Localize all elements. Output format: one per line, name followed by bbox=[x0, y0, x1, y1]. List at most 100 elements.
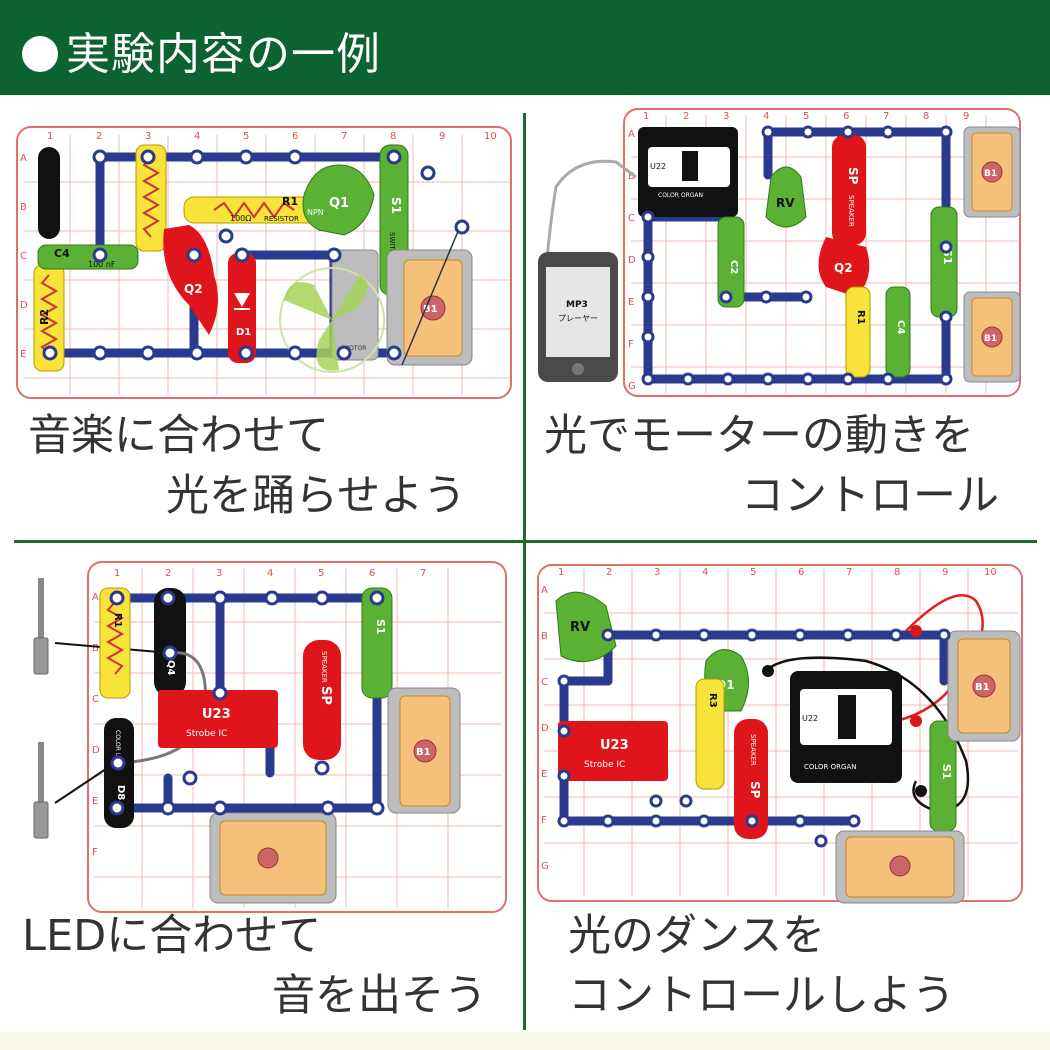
col-label: 5 bbox=[750, 567, 756, 578]
col-label: 9 bbox=[942, 567, 948, 578]
row-label: B bbox=[628, 171, 635, 182]
component-rv bbox=[555, 591, 617, 663]
col-label: 2 bbox=[96, 131, 102, 142]
color-organ-label: COLOR ORGAN bbox=[804, 763, 856, 771]
col-label: 4 bbox=[267, 568, 273, 579]
c4-label: C4 bbox=[895, 320, 906, 334]
col-label: 1 bbox=[114, 568, 120, 579]
component-q4 bbox=[38, 147, 60, 239]
col-label: 1 bbox=[47, 131, 53, 142]
caption-line-2: コントロール bbox=[741, 471, 999, 521]
page-title: 実験内容の一例 bbox=[66, 29, 381, 80]
u22-label: U22 bbox=[650, 162, 666, 171]
b1-label: B1 bbox=[423, 304, 438, 315]
speaker-label: SPEAKER bbox=[320, 651, 328, 683]
component-r1 bbox=[99, 587, 131, 699]
u23-label: U23 bbox=[600, 738, 629, 753]
col-label: 4 bbox=[194, 131, 200, 142]
row-label: E bbox=[92, 796, 98, 807]
strobe-ic-label: Strobe IC bbox=[186, 729, 227, 739]
component-r3 bbox=[695, 678, 725, 790]
col-label: 3 bbox=[723, 111, 729, 122]
r2-label: R2 bbox=[38, 309, 51, 325]
row-label: B bbox=[541, 631, 548, 642]
col-label: 10 bbox=[984, 567, 997, 578]
row-label: D bbox=[628, 255, 636, 266]
r1-label: R1 bbox=[282, 195, 298, 208]
col-label: 6 bbox=[843, 111, 849, 122]
component-q2 bbox=[818, 237, 870, 297]
row-label: A bbox=[20, 153, 27, 164]
component-c4 bbox=[885, 286, 911, 378]
row-label: B bbox=[20, 202, 27, 213]
d8-label: D8 bbox=[115, 785, 126, 800]
c4-value: 100 nF bbox=[88, 260, 116, 269]
col-label: 4 bbox=[702, 567, 708, 578]
caption-line-1: 音楽に合わせて bbox=[28, 411, 329, 461]
col-label: 1 bbox=[643, 111, 649, 122]
col-label: 9 bbox=[439, 131, 445, 142]
row-label: F bbox=[628, 339, 634, 350]
row-label: A bbox=[628, 129, 635, 140]
sp-label: SP bbox=[846, 167, 860, 185]
row-label: D bbox=[541, 723, 549, 734]
q1-label: Q1 bbox=[329, 196, 349, 211]
s1-label: S1 bbox=[374, 619, 387, 635]
component-u23 bbox=[158, 690, 278, 748]
component-c4 bbox=[37, 244, 139, 270]
header-bar: 実験内容の一例 bbox=[0, 0, 1050, 95]
component-sp bbox=[303, 640, 341, 760]
col-label: 8 bbox=[923, 111, 929, 122]
col-label: 3 bbox=[145, 131, 151, 142]
col-label: 6 bbox=[798, 567, 804, 578]
color-organ-label: COLOR ORGAN bbox=[658, 192, 703, 199]
col-label: 1 bbox=[558, 567, 564, 578]
u23-label: U23 bbox=[202, 707, 231, 722]
mp3-label: MP3 bbox=[566, 300, 588, 310]
component-d8 bbox=[104, 718, 134, 828]
b1-bottom-label: B1 bbox=[984, 334, 997, 344]
component-s1 bbox=[361, 587, 393, 699]
row-label: G bbox=[628, 381, 636, 392]
col-label: 10 bbox=[484, 131, 497, 142]
component-q4 bbox=[154, 588, 186, 696]
q2-label: Q2 bbox=[834, 261, 853, 275]
r1-label: R1 bbox=[855, 310, 866, 325]
caption-line-2: 音を出そう bbox=[272, 971, 487, 1021]
row-label: B bbox=[92, 643, 99, 654]
component-r1 bbox=[845, 286, 871, 378]
col-label: 7 bbox=[846, 567, 852, 578]
component-c2 bbox=[717, 216, 745, 308]
col-label: 8 bbox=[390, 131, 396, 142]
col-label: 3 bbox=[216, 568, 222, 579]
caption-line-2: 光を踊らせよう bbox=[166, 471, 467, 521]
speaker-label: SPEAKER bbox=[749, 734, 757, 766]
component-r3 bbox=[135, 144, 167, 252]
s1-label: S1 bbox=[389, 197, 403, 214]
color-led-label: COLOR LED bbox=[114, 730, 121, 765]
row-label: F bbox=[92, 847, 98, 858]
switch-label: SWITCH bbox=[388, 232, 396, 259]
col-label: 5 bbox=[243, 131, 249, 142]
pnp-label: PNP bbox=[156, 294, 170, 302]
c2-label: C2 bbox=[728, 260, 739, 274]
row-label: C bbox=[541, 677, 548, 688]
caption-line-1: 光でモーターの動きを bbox=[544, 411, 974, 461]
col-label: 8 bbox=[894, 567, 900, 578]
b1-top-label: B1 bbox=[984, 169, 997, 179]
caption-line-1: LEDに合わせて bbox=[22, 911, 322, 961]
player-label: プレーヤー bbox=[558, 314, 598, 323]
component-sp bbox=[832, 135, 866, 245]
component-q2 bbox=[163, 225, 218, 335]
component-sp bbox=[734, 719, 768, 839]
u22-label: U22 bbox=[802, 714, 818, 723]
r1-label: R1 bbox=[112, 613, 123, 628]
r1-value: 100Ω bbox=[230, 214, 251, 223]
col-label: 2 bbox=[683, 111, 689, 122]
